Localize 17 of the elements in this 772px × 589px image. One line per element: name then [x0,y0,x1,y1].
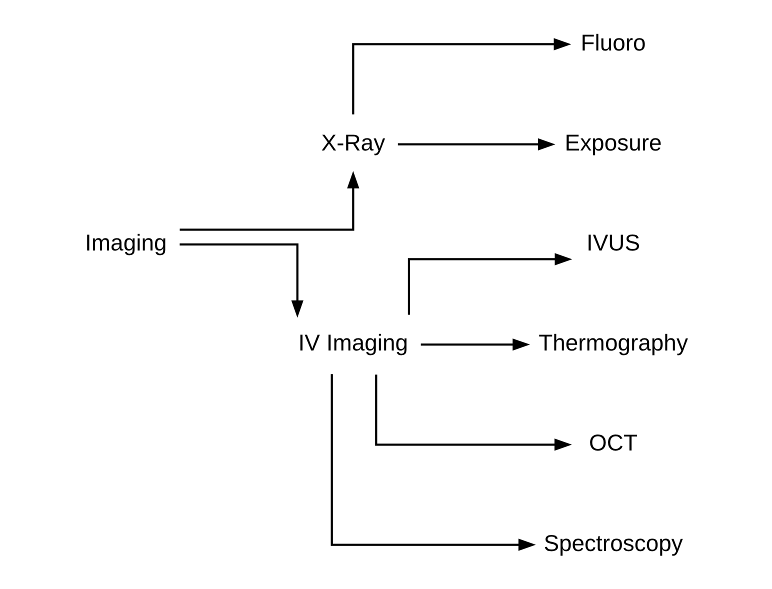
arrow [375,374,572,451]
node-text: IVUS [586,230,640,256]
arrow [180,170,360,231]
arrow [398,138,556,150]
arrow [352,38,572,114]
node-text: Imaging [85,230,167,256]
arrow [408,253,572,315]
arrow [420,338,530,351]
node-text: OCT [589,430,638,456]
node-text: Exposure [564,129,662,156]
node-text: X-Ray [321,129,386,156]
node-text: IV Imaging [298,330,408,356]
arrow [180,243,304,318]
node-text: Spectroscopy [544,530,683,556]
node-text: Fluoro [580,29,646,56]
node-text: Thermography [538,330,688,356]
arrow [330,374,536,551]
